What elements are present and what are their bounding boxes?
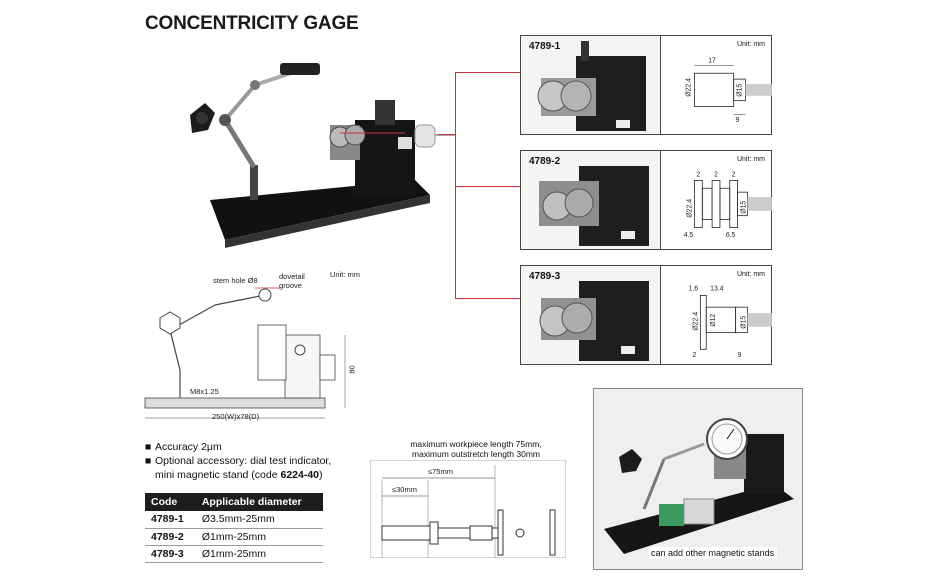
table-row: 4789-3 Ø1mm-25mm <box>145 545 323 563</box>
dim-left-inner: Ø12 <box>710 314 717 327</box>
dimension-drawing: 17 Ø22.4 Ø15 9 <box>686 57 772 124</box>
connector-line <box>455 72 520 73</box>
stem-hole-label: stem hole Ø8 <box>213 276 258 285</box>
table-cell-diameter: Ø3.5mm-25mm <box>195 511 323 529</box>
spec-accuracy: ■Accuracy 2μm <box>145 441 222 453</box>
model-photo <box>521 151 661 249</box>
model-code: 4789-1 <box>529 41 561 52</box>
dim-top-2: 2 <box>714 171 718 178</box>
dimension-drawing: 1.6 13.4 Ø22.4 Ø12 Ø15 2 9 <box>689 286 772 359</box>
workpiece-caption: maximum workpiece length 75mm, maximum o… <box>410 439 542 459</box>
dim-bottom-1: 2 <box>693 352 697 359</box>
workpiece-drawing: ≤75mm ≤30mm <box>370 460 566 558</box>
base-size-label: 250(W)x78(D) <box>212 412 260 421</box>
dimension-drawing: 2 2 2 Ø22.4 Ø15 4.5 6.5 <box>684 171 772 239</box>
dovetail-label: dovetail groove <box>279 272 305 290</box>
unit-label: Unit: mm <box>737 41 765 48</box>
model-photo <box>521 36 661 134</box>
dim-bottom-1: 4.5 <box>684 232 694 239</box>
side-view-drawing: stem hole Ø8 dovetail groove Unit: mm M8… <box>140 270 380 425</box>
dim-bottom-2: 9 <box>738 352 742 359</box>
dim-bottom: 9 <box>736 117 740 124</box>
table-cell-diameter: Ø1mm-25mm <box>195 528 323 546</box>
dim-left: Ø22.4 <box>686 78 693 97</box>
diameter-table: Code Applicable diameter 4789-1 Ø3.5mm-2… <box>145 493 323 563</box>
application-photo: can add other magnetic stands <box>593 388 803 570</box>
specs-list: ■Accuracy 2μm ■Optional accessory: dial … <box>145 440 331 482</box>
model-card-4789-1: 4789-1 Unit: mm 17 Ø22.4 Ø15 9 <box>520 35 772 135</box>
dim-left: Ø22.4 <box>687 199 694 218</box>
table-header: Code <box>145 493 196 511</box>
hero-product-image <box>190 63 455 248</box>
connector-line <box>455 298 520 299</box>
table-header: Applicable diameter <box>195 493 323 511</box>
table-cell-diameter: Ø1mm-25mm <box>195 545 323 563</box>
dim-right: Ø15 <box>737 84 744 97</box>
page-title: CONCENTRICITY GAGE <box>145 13 359 34</box>
dim-left-outer: Ø22.4 <box>692 312 699 331</box>
model-card-4789-2: 4789-2 Unit: mm 2 2 2 Ø22.4 Ø15 4.5 6.5 <box>520 150 772 250</box>
model-code: 4789-2 <box>529 156 561 167</box>
model-card-4789-3: 4789-3 Unit: mm 1.6 13.4 Ø22.4 Ø12 Ø15 2… <box>520 265 772 365</box>
dim-bottom-2: 6.5 <box>726 232 736 239</box>
table-row: 4789-1 Ø3.5mm-25mm <box>145 511 323 529</box>
spec-accessory: ■Optional accessory: dial test indicator… <box>145 455 332 467</box>
photo-caption: can add other magnetic stands <box>648 547 778 559</box>
unit-label: Unit: mm <box>737 156 765 163</box>
dim-top: 17 <box>708 57 716 64</box>
dim-right: Ø15 <box>740 316 747 329</box>
model-code: 4789-3 <box>529 271 561 282</box>
dim-top-1: 2 <box>696 171 700 178</box>
table-cell-code: 4789-3 <box>145 545 196 563</box>
table-row: 4789-2 Ø1mm-25mm <box>145 528 323 546</box>
len-75-label: ≤75mm <box>428 467 453 476</box>
dim-top-3: 2 <box>732 171 736 178</box>
dim-right: Ø15 <box>740 201 747 214</box>
model-photo <box>521 266 661 364</box>
connector-line <box>455 186 520 187</box>
height-label: 80 <box>347 365 357 374</box>
connector-line <box>455 72 456 298</box>
connector-line <box>438 134 456 135</box>
table-cell-code: 4789-2 <box>145 528 196 546</box>
thread-label: M8x1.25 <box>190 387 219 396</box>
unit-label: Unit: mm <box>330 270 360 279</box>
unit-label: Unit: mm <box>737 271 765 278</box>
spec-accessory-cont: mini magnetic stand (code 6224-40) <box>155 469 323 481</box>
len-30-label: ≤30mm <box>392 485 417 494</box>
table-cell-code: 4789-1 <box>145 511 196 529</box>
dim-top-1: 1.6 <box>689 286 699 293</box>
dim-top-2: 13.4 <box>710 286 724 293</box>
